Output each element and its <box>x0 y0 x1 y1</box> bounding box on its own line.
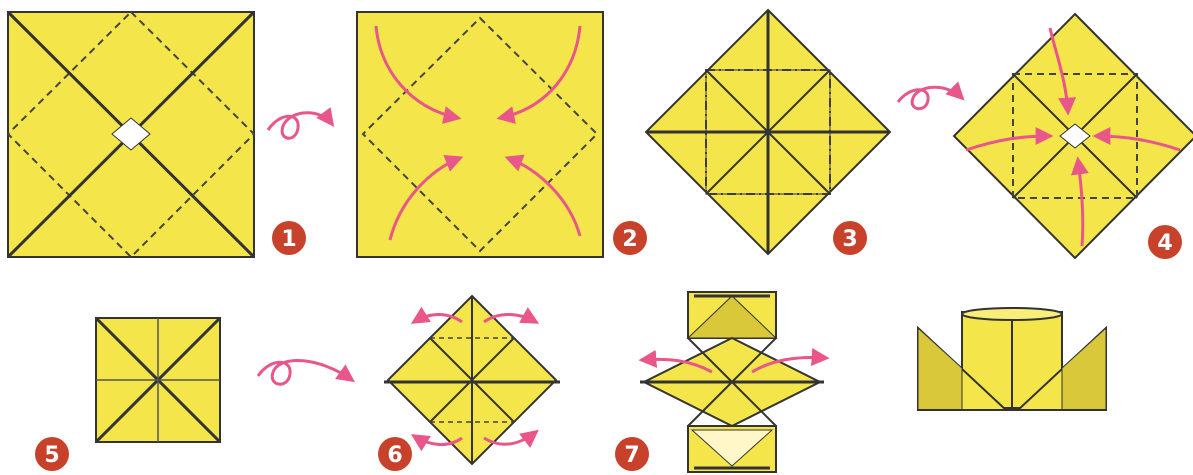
step-5-figure <box>94 316 222 444</box>
step-7-number: 7 <box>624 443 639 468</box>
step-5-number: 5 <box>44 443 59 468</box>
step-3-number: 3 <box>842 227 857 252</box>
step-1-figure <box>6 10 256 259</box>
turn-over-arrow-icon <box>896 81 965 111</box>
final-figure <box>917 307 1107 411</box>
step-3-figure <box>644 8 892 256</box>
step-3-badge: 3 <box>833 221 867 255</box>
step-4-figure <box>952 12 1193 260</box>
step-1-number: 1 <box>281 227 296 252</box>
step-4-badge: 4 <box>1148 225 1182 259</box>
step-6-number: 6 <box>387 443 402 468</box>
step-6-badge: 6 <box>378 437 412 471</box>
step-6-figure <box>384 294 560 466</box>
step-4-number: 4 <box>1157 231 1172 256</box>
turn-over-arrow-icon <box>266 107 335 140</box>
turn-over-arrow-icon <box>256 359 355 386</box>
step-7-figure <box>638 291 830 473</box>
step-2-figure <box>356 11 604 258</box>
step-5-badge: 5 <box>35 437 69 471</box>
step-1-badge: 1 <box>272 221 306 255</box>
step-2-number: 2 <box>622 227 637 252</box>
step-2-badge: 2 <box>613 221 647 255</box>
step-7-badge: 7 <box>615 437 649 471</box>
